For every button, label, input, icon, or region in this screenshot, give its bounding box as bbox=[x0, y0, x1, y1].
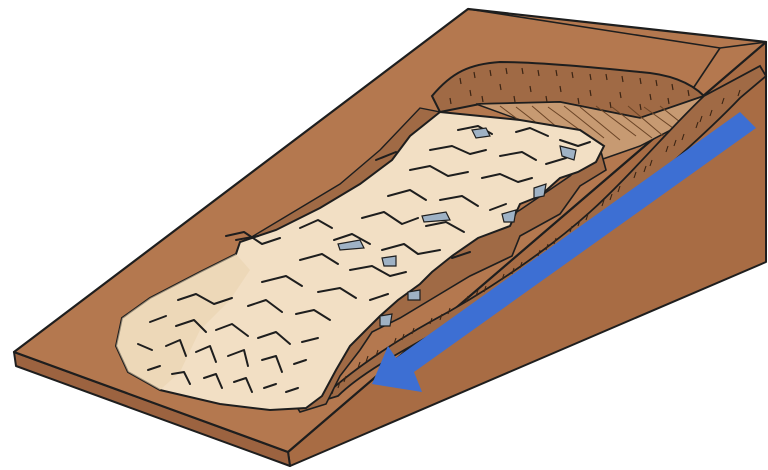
crack-shadow bbox=[472, 128, 490, 138]
crack-shadow bbox=[382, 256, 396, 266]
crack-shadow bbox=[408, 290, 420, 300]
crack-shadow bbox=[380, 314, 392, 326]
